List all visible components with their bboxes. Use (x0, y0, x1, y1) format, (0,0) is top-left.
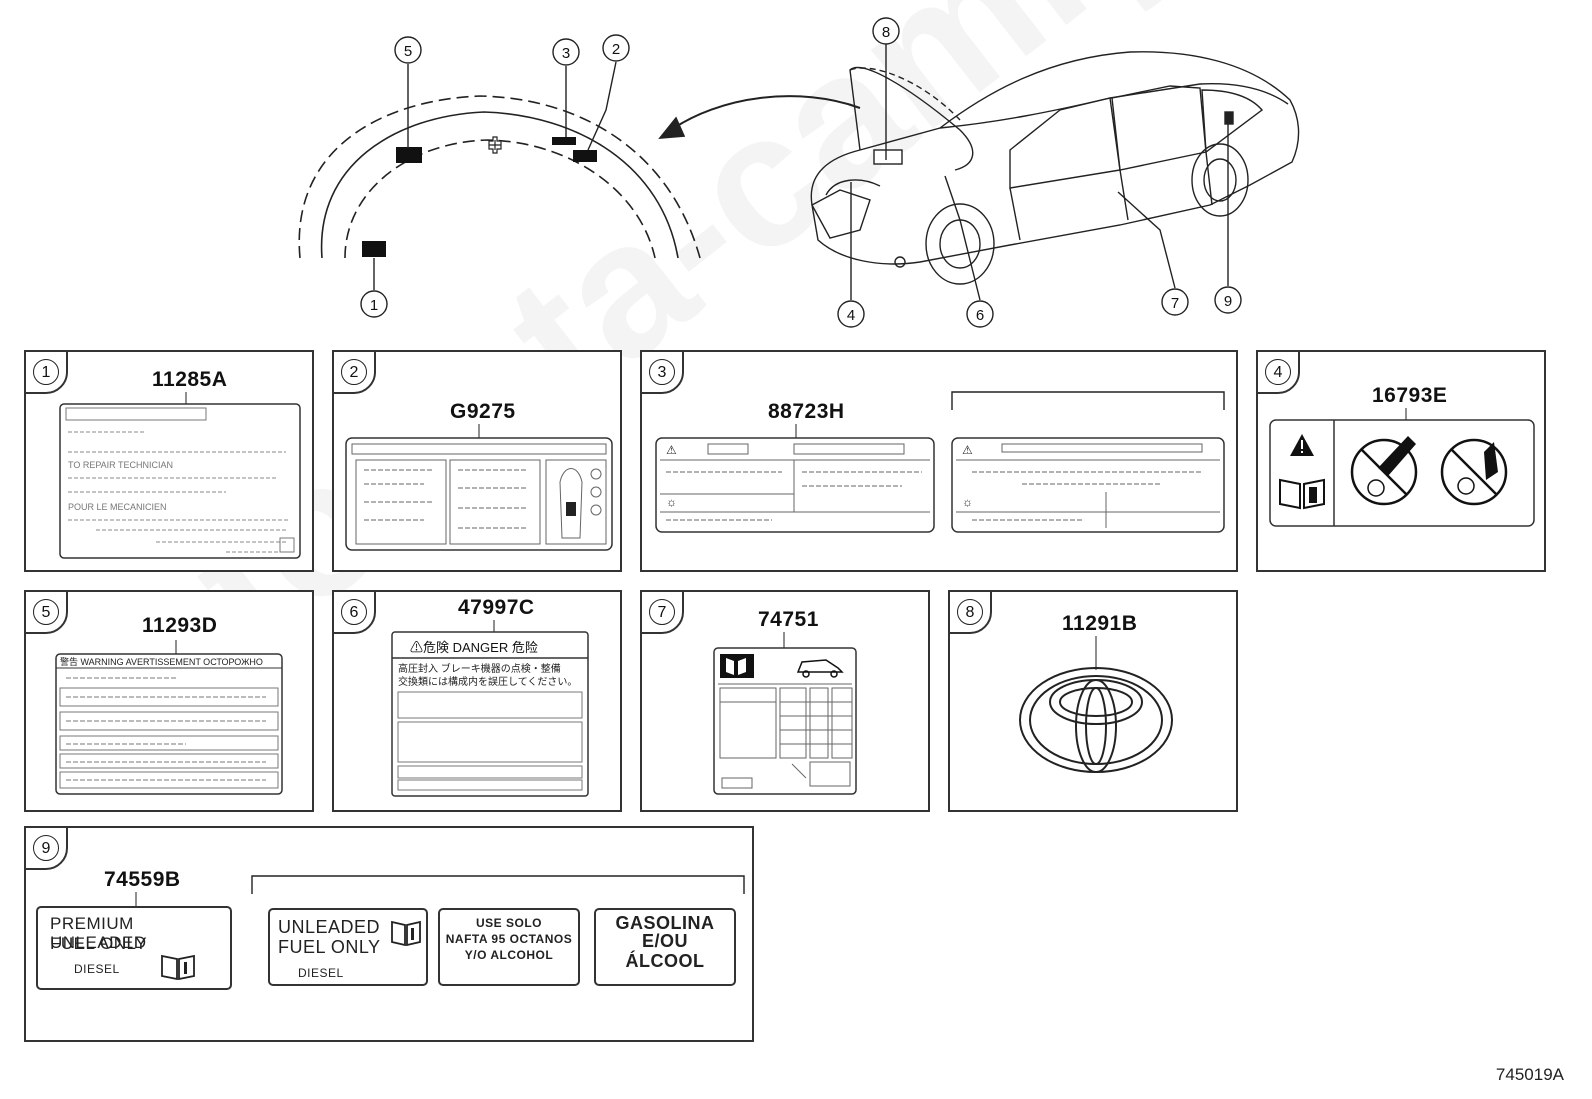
panel-index-badge: 2 (332, 350, 376, 394)
hood-label-5-marker (396, 147, 422, 163)
label-line: 交換類には構成内を誤圧してください。 (398, 675, 577, 688)
label-line: 高圧封入 ブレーキ機器の点検・整備 (398, 662, 561, 675)
part-number: 11293D (142, 614, 218, 637)
warning-icon (1290, 434, 1314, 456)
no-diesel-mark: DIESEL (74, 962, 120, 976)
panel-index-badge: 4 (1256, 350, 1300, 394)
svg-text:8: 8 (882, 24, 890, 41)
fuel-label-nafta: USE SOLO NAFTA 95 OCTANOS Y/O ALCOHOL (438, 908, 580, 986)
part-number: 74559B (104, 868, 181, 891)
label-illustration: ⚠危険 DANGER 危险 高圧封入 ブレーキ機器の点検・整備 交換類には構成内… (391, 620, 589, 797)
no-spray-icon (1440, 438, 1508, 506)
panel-index-badge: 8 (948, 590, 992, 634)
panel-index-badge: 9 (24, 826, 68, 870)
svg-text:☼: ☼ (962, 495, 973, 509)
svg-text:☼: ☼ (666, 495, 677, 509)
vehicle-icon (796, 659, 844, 678)
callout-7: 7 (1161, 288, 1189, 316)
no-cleaner-icon (1350, 436, 1418, 506)
manual-icon (1279, 478, 1325, 510)
toyota-emblem (1019, 667, 1173, 773)
panel-6: 6 47997C ⚠危険 DANGER 危险 高圧封入 ブレーキ機器の点検・整備… (332, 590, 622, 812)
part-number: 11285A (152, 368, 228, 391)
callout-6: 6 (966, 300, 994, 328)
callout-1: 1 (360, 290, 388, 318)
svg-text:⚠: ⚠ (962, 443, 973, 457)
label-illustration (1269, 408, 1535, 527)
svg-text:9: 9 (1224, 293, 1232, 310)
panel-5: 5 11293D 警告 WARNING AVERTISSEMENT ОСТОРО… (24, 590, 314, 812)
label-line: POUR LE MECANICIEN (68, 502, 167, 512)
panel-index-badge: 6 (332, 590, 376, 634)
panel-index-badge: 3 (640, 350, 684, 394)
svg-text:1: 1 (370, 297, 378, 314)
panel-1: 1 11285A TO REPAIR TECHNICIAN POUR LE ME… (24, 350, 314, 572)
callout-2: 2 (602, 34, 630, 62)
svg-text:3: 3 (562, 45, 570, 62)
svg-text:6: 6 (976, 307, 984, 324)
panel-9: 9 74559B PREMIUM UNLEADED FUEL ONLY DIES… (24, 826, 754, 1042)
panel-index-badge: 5 (24, 590, 68, 634)
svg-text:⚠: ⚠ (666, 443, 677, 457)
callout-4: 4 (837, 300, 865, 328)
part-number: 88723H (768, 400, 845, 423)
hood-label-3-marker (552, 137, 576, 145)
panel-3: 3 88723H ⚠ ⚠ ☼ ☼ (640, 350, 1238, 572)
part-number: 11291B (1062, 612, 1138, 635)
manual-icon (391, 920, 421, 946)
panel-index-badge: 1 (24, 350, 68, 394)
fuel-label-gasolina: GASOLINA E/OU ÁLCOOL (594, 908, 736, 986)
panel-9-connectors (135, 875, 745, 906)
emblem-illustration (1019, 636, 1173, 773)
callout-9: 9 (1214, 286, 1242, 314)
diagram-reference-code: 745019A (1495, 1065, 1564, 1084)
label-illustration: ⚠ ⚠ ☼ ☼ (655, 391, 1225, 533)
callout-3: 3 (552, 38, 580, 66)
part-number: 74751 (758, 608, 819, 631)
callout-8: 8 (872, 17, 900, 45)
no-diesel-mark: DIESEL (298, 966, 344, 980)
callout-5: 5 (394, 36, 422, 64)
part-number: G9275 (450, 400, 516, 423)
label-line: TO REPAIR TECHNICIAN (68, 460, 173, 470)
label-header: ⚠危険 DANGER 危险 (410, 640, 538, 655)
label-header: 警告 WARNING AVERTISSEMENT ОСТОРОЖНО (60, 656, 263, 667)
label-illustration (345, 424, 613, 551)
part-number: 16793E (1372, 384, 1448, 407)
panel-7: 7 74751 (640, 590, 930, 812)
svg-text:2: 2 (612, 41, 620, 58)
overview-illustration: 5 3 2 1 8 4 6 7 9 (298, 17, 1300, 328)
part-number: 47997C (458, 596, 535, 619)
panel-4: 4 16793E (1256, 350, 1546, 572)
label-illustration (713, 632, 857, 795)
label-illustration: TO REPAIR TECHNICIAN POUR LE MECANICIEN (59, 392, 301, 559)
hood-label-2-marker (573, 150, 597, 162)
label-illustration: 警告 WARNING AVERTISSEMENT ОСТОРОЖНО (55, 640, 283, 795)
fuel-label-unleaded: UNLEADED FUEL ONLY DIESEL (268, 908, 428, 986)
panel-8: 8 11291B (948, 590, 1238, 812)
panel-index-badge: 7 (640, 590, 684, 634)
panel-2: 2 G9275 (332, 350, 622, 572)
manual-icon (720, 654, 754, 678)
svg-text:7: 7 (1171, 295, 1179, 312)
manual-icon (161, 954, 195, 980)
hood-label-1-marker (362, 241, 386, 257)
svg-text:5: 5 (404, 43, 412, 60)
svg-text:4: 4 (847, 307, 855, 324)
fuel-label-premium-unleaded: PREMIUM UNLEADED FUEL ONLY DIESEL (36, 906, 232, 990)
